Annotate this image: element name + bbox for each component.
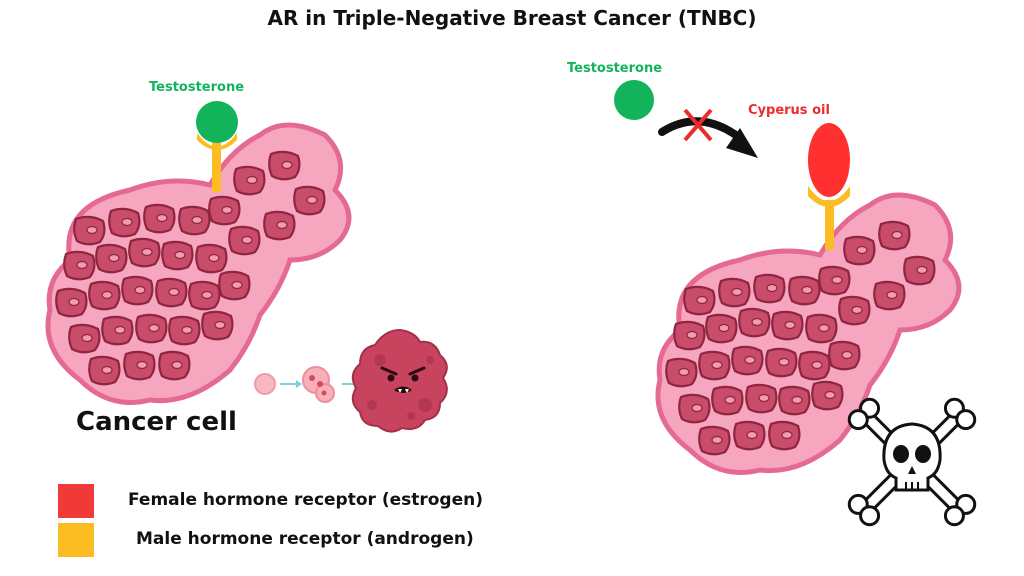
legend-swatch-estrogen xyxy=(58,484,94,518)
skull-crossbones-icon xyxy=(847,397,977,527)
legend-swatch-androgen xyxy=(58,523,94,557)
right-receptor xyxy=(808,186,850,250)
diagram-title: AR in Triple-Negative Breast Cancer (TNB… xyxy=(267,6,757,30)
left-tumor xyxy=(48,125,349,403)
left-testosterone-molecule xyxy=(196,101,238,143)
left-testosterone-label: Testosterone xyxy=(149,80,245,95)
progression-sequence xyxy=(254,366,360,403)
angry-tumor-icon xyxy=(351,328,448,433)
left-androgen-receptor xyxy=(197,133,237,192)
right-testosterone-label: Testosterone xyxy=(567,61,663,76)
cancer-cell-label: Cancer cell xyxy=(76,407,237,437)
legend-label-androgen: Male hormone receptor (androgen) xyxy=(136,529,474,549)
legend-label-estrogen: Female hormone receptor (estrogen) xyxy=(128,490,483,510)
right-testosterone-molecule xyxy=(614,80,654,120)
block-x-icon xyxy=(683,108,713,142)
cyperus-oil-molecule xyxy=(808,123,850,197)
cyperus-oil-label: Cyperus oil xyxy=(748,103,830,118)
